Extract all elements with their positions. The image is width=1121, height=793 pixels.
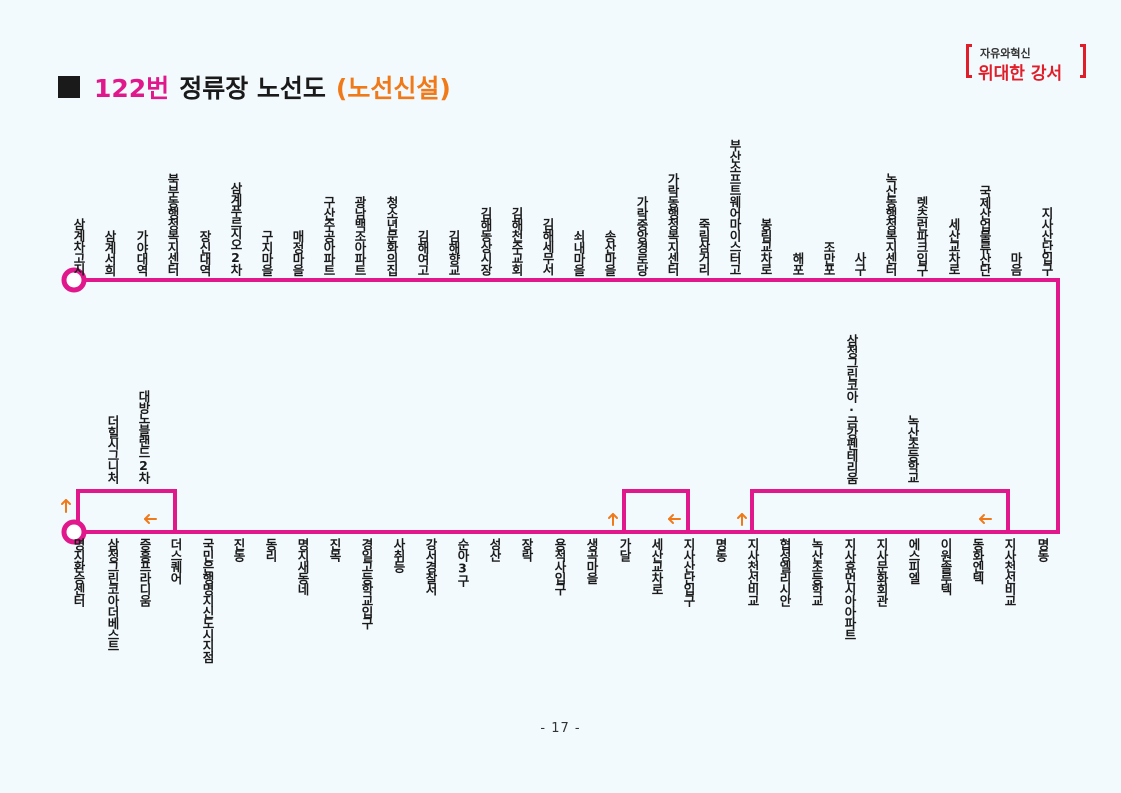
page-number: - 17 - xyxy=(540,721,581,736)
stop-label: 삼정그린코아더베스트 xyxy=(105,538,120,652)
branch-stop-label: 더힐시그니처 xyxy=(105,415,120,483)
title-tag: (노선신설) xyxy=(335,74,451,103)
route-line-main xyxy=(80,278,1060,534)
logo-bracket-left xyxy=(966,44,972,78)
stop-label: 진동 xyxy=(231,538,246,561)
stop-label: 구산주공아파트 xyxy=(321,195,336,275)
stop-label: 에스피엘 xyxy=(906,538,921,584)
stop-label: 녹산초등학교 xyxy=(809,538,824,606)
stop-label: 매정마을 xyxy=(290,229,305,275)
stop-label: 세산교차로 xyxy=(946,218,961,275)
stop-label: 이원솔루텍 xyxy=(938,538,953,595)
logo-slogan-top: 자유와혁신 xyxy=(980,47,1031,60)
stop-label: 진목 xyxy=(327,538,342,561)
logo-bracket-right xyxy=(1080,44,1086,78)
stop-label: 봉림교차로 xyxy=(758,218,773,275)
stop-label: 협성엘리시안 xyxy=(777,538,792,606)
page-title: 122번 정류장 노선도 (노선신설) xyxy=(58,70,451,104)
stop-label: 가야대역 xyxy=(134,229,149,275)
stop-label: 사구 xyxy=(852,252,867,275)
branch-stop-label: 대방노블랜드2차 xyxy=(136,390,151,483)
terminal-circle-bottom xyxy=(61,519,87,545)
stop-label: 부산소프트웨어마이스터고 xyxy=(727,139,742,275)
stop-label: 김해향교 xyxy=(446,229,461,275)
stop-label: 명동 xyxy=(713,538,728,561)
stop-label: 순아3구 xyxy=(455,538,470,586)
stop-label: 명지환승센터 xyxy=(71,538,86,606)
stop-label: 경일고등학교입구 xyxy=(359,538,374,629)
stop-label: 김해천주교회 xyxy=(509,207,524,275)
logo-slogan-bottom: 위대한 강서 xyxy=(978,64,1063,84)
route-branch-3 xyxy=(750,489,1010,532)
arrow-left-icon xyxy=(668,514,681,524)
stop-label: 국민은행명지신도시지점 xyxy=(200,538,215,663)
stop-label: 지사천선비교 xyxy=(1002,538,1017,606)
stop-label: 생곡마을 xyxy=(584,538,599,584)
stop-label: 구지마을 xyxy=(259,229,274,275)
stop-label: 국제산업물류산단 xyxy=(977,184,992,275)
stop-label: 지사문화회관 xyxy=(874,538,889,606)
stop-label: 용적사입구 xyxy=(552,538,567,595)
stop-label: 지사산단입구 xyxy=(1039,207,1054,275)
stop-label: 가락중앙경로당 xyxy=(634,195,649,275)
stop-label: 삼계푸르지오2차 xyxy=(228,182,243,275)
stop-label: 장락 xyxy=(519,538,534,561)
stop-label: 성산 xyxy=(487,538,502,561)
branch-stop-label: 녹산초등학교 xyxy=(905,415,920,483)
district-logo: 자유와혁신 위대한 강서 xyxy=(966,42,1086,84)
branch-stop-label: 삼정그린코아·금강펜테리움 xyxy=(844,333,859,483)
stop-label: 증흥프라디움 xyxy=(137,538,152,606)
arrow-left-icon xyxy=(144,514,157,524)
terminal-circle-top xyxy=(61,267,87,293)
stop-label: 조만포 xyxy=(821,241,836,275)
stop-label: 삼계서희 xyxy=(102,229,117,275)
stop-label: 가락동행정복지센터 xyxy=(665,173,680,275)
stop-label: 세산교차로 xyxy=(649,538,664,595)
stop-label: 청소년문화의집 xyxy=(384,195,399,275)
stop-label: 삼계차고지 xyxy=(71,218,86,275)
stop-label: 지사천선비교 xyxy=(745,538,760,606)
stop-label: 해포 xyxy=(790,252,805,275)
title-text: 정류장 노선도 xyxy=(179,74,326,103)
route-branch-2 xyxy=(622,489,690,532)
stop-label: 사취등 xyxy=(391,538,406,572)
stop-label: 강서경찰서 xyxy=(423,538,438,595)
route-branch-1 xyxy=(76,489,177,532)
arrow-up-icon xyxy=(61,499,71,513)
stop-label: 녹산동행정복지센터 xyxy=(883,173,898,275)
arrow-left-icon xyxy=(979,514,992,524)
stop-label: 죽림삼거리 xyxy=(696,218,711,275)
stop-label: 김해세무서 xyxy=(540,218,555,275)
stop-label: 장신대역 xyxy=(197,229,212,275)
square-bullet-icon xyxy=(58,76,80,98)
stop-label: 명지새동네 xyxy=(295,538,310,595)
stop-label: 동화엔텍 xyxy=(970,538,985,584)
stop-label: 명동 xyxy=(1035,538,1050,561)
stop-label: 쇠내마을 xyxy=(571,229,586,275)
stop-label: 광남백조아파트 xyxy=(352,195,367,275)
stop-label: 렛츠런파크입구 xyxy=(914,195,929,275)
stop-label: 김해동상시장 xyxy=(478,207,493,275)
route-number: 122번 xyxy=(94,74,170,103)
stop-label: 동리 xyxy=(263,538,278,561)
stop-label: 가달 xyxy=(617,538,632,561)
stop-label: 지사휴먼시아아파트 xyxy=(842,538,857,640)
stop-label: 지사산단입구 xyxy=(681,538,696,606)
stop-label: 북부동행정복지센터 xyxy=(165,173,180,275)
arrow-up-icon xyxy=(608,513,618,526)
stop-label: 송산마을 xyxy=(602,229,617,275)
arrow-up-icon xyxy=(737,513,747,526)
stop-label: 김해여고 xyxy=(415,229,430,275)
stop-label: 마음 xyxy=(1008,252,1023,275)
stop-label: 더스퀘어 xyxy=(168,538,183,584)
